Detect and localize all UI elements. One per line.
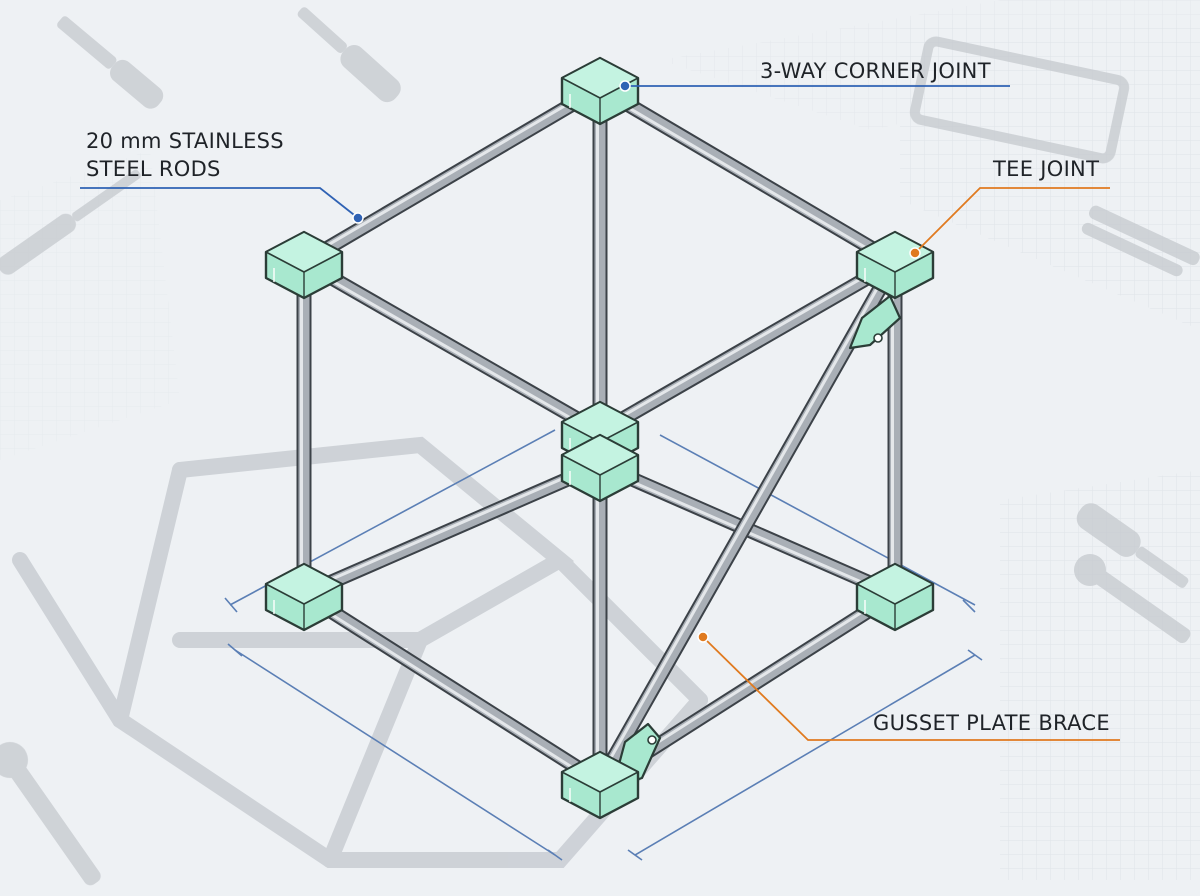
pliers-silhouette-right [1081,205,1200,277]
screwdriver-silhouette-top [297,7,401,103]
joint-middle-back [560,433,640,503]
leader-tee-joint [914,187,1110,254]
steel-rods [296,80,903,790]
leader-dot-rods [352,212,364,224]
joint-top-right [855,230,935,300]
leader-rods [80,187,359,219]
joint-top-left [264,230,344,300]
rod-top-back-left [296,80,608,270]
screwdriver-silhouette-left [0,169,141,275]
leader-dot-corner-joint [619,80,631,92]
rod-diagonal-brace [592,254,903,790]
rod-bottom-back-left [296,457,608,602]
wrench-silhouette-right [1074,554,1191,644]
rod-top-front-left [296,254,608,440]
label-tee-joint: TEE JOINT [992,157,1099,181]
leader-gusset-brace [702,636,1120,741]
joint-bottom-right [855,562,935,632]
screwdriver-silhouette-top-left [57,16,164,109]
label-corner-joint: 3-WAY CORNER JOINT [760,59,991,83]
rod-top-front-right [592,254,903,440]
rod-vertical-left [296,254,312,602]
label-gusset-brace: GUSSET PLATE BRACE [873,711,1110,735]
wrench-silhouette-bottom-left [0,742,101,886]
rod-top-back-right [592,80,903,270]
leader-dots [352,80,921,643]
label-rods-line1: 20 mm STAINLESS [86,129,284,153]
leader-dot-gusset-brace [697,631,709,643]
tablet-silhouette-top-right [909,36,1130,164]
gusset-bracket-top [848,294,902,350]
joint-bottom-left [264,562,344,632]
leader-lines [80,85,1120,741]
leader-dot-tee-joint [909,247,921,259]
screwdriver-silhouette-right [1076,503,1189,588]
connector-joints [264,56,935,820]
joint-bottom-front [560,750,640,820]
rod-bottom-front-left [296,586,608,790]
label-rods-line2: STEEL RODS [86,157,221,181]
joint-top-back [560,56,640,126]
